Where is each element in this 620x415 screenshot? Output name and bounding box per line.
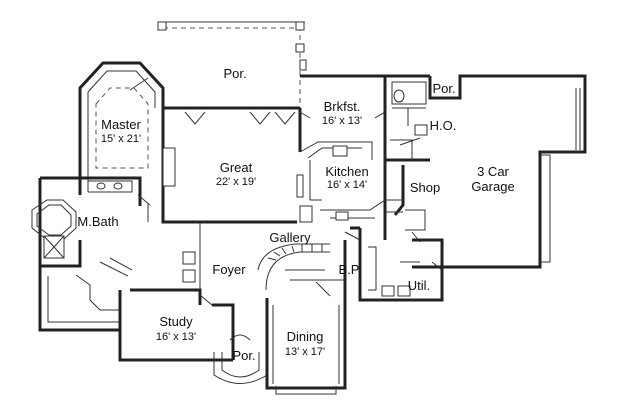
kitchen-label: Kitchen [325,164,368,179]
foyer-label: Foyer [212,262,246,277]
porch-small-label: Por. [432,81,455,96]
utility-room-walls [358,228,444,302]
study-label: Study [159,314,193,329]
master-bedroom-walls [78,61,165,195]
butler-pantry-label: B.P [339,262,360,277]
porch-front-label: Por. [232,348,255,363]
service-block [383,76,430,162]
porch-top-area [157,21,307,108]
study-dims: 16' x 13' [156,331,196,343]
study-walls [38,251,235,362]
porch-top-label: Por. [223,66,246,81]
breakfast-dims: 16' x 13' [322,115,362,127]
shop-area [385,165,426,243]
kitchen-walls [298,108,386,221]
master-bath-walls [31,176,151,268]
shop-label: Shop [410,180,440,195]
garage-label-line1: 3 Car [477,164,509,179]
master-dims: 15' x 21' [101,133,141,145]
great-room-details [162,111,313,223]
master-label: Master [101,117,141,132]
master-bath-label: M.Bath [77,214,118,229]
breakfast-label: Brkfst. [324,99,361,114]
home-office-label: H.O. [430,118,457,133]
gallery-label: Gallery [269,230,311,245]
great-dims: 22' x 19' [216,176,256,188]
foyer-stair [199,222,361,298]
garage-label-line2: Garage [471,179,514,194]
room-labels: Por. Por. Master 15' x 21' Brkfst. 16' x… [77,66,514,363]
dining-label: Dining [287,329,324,344]
exterior-walls [161,74,587,269]
great-label: Great [220,160,253,175]
kitchen-dims: 16' x 14' [327,179,367,191]
utility-label: Util. [408,278,430,293]
dining-dims: 13' x 17' [285,346,325,358]
